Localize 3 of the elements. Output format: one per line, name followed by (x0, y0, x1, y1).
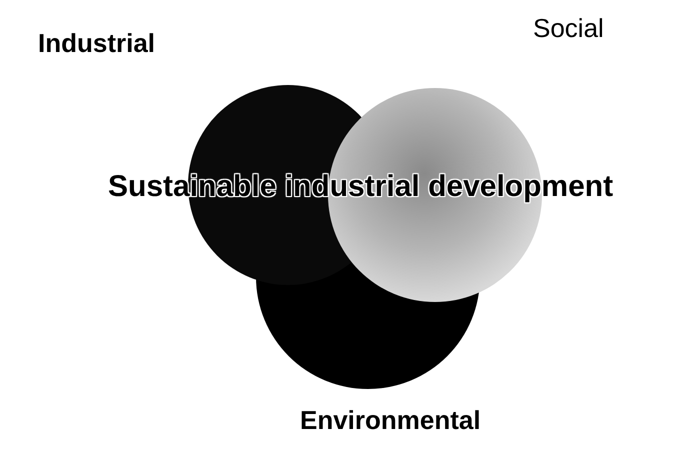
circle-title: Environmental (300, 405, 481, 436)
circle-title: Social (533, 13, 604, 44)
circle-title: Industrial (38, 28, 156, 59)
